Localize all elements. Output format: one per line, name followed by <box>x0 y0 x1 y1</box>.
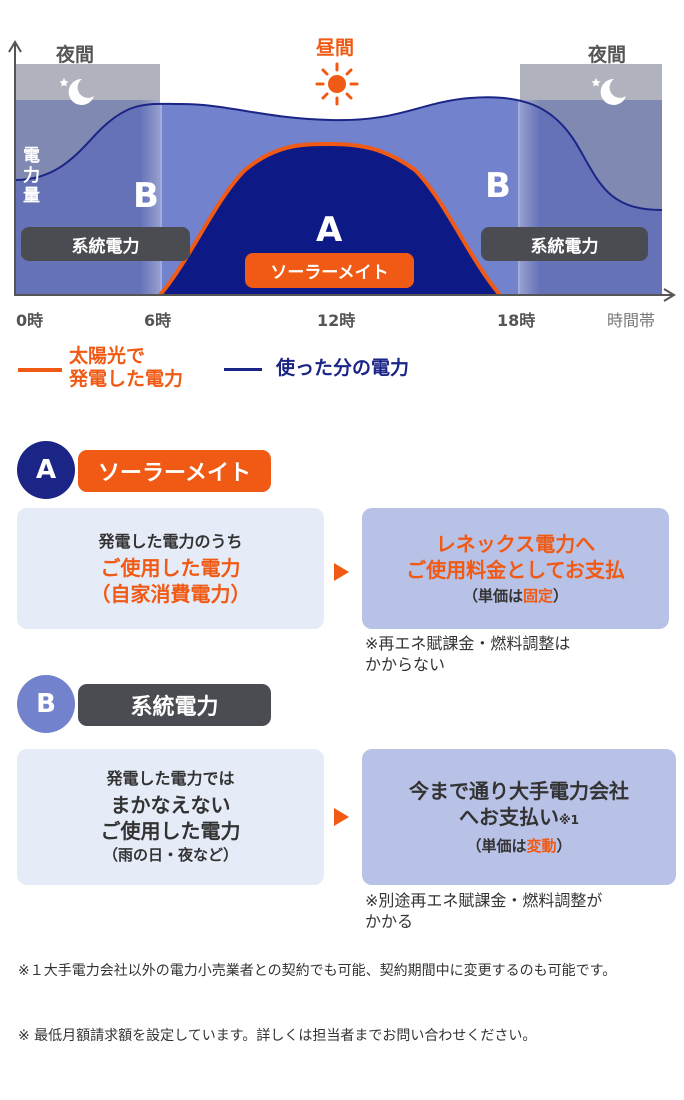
grid-power-pill-left: 系統電力 <box>21 227 190 261</box>
moon-icon-right <box>591 78 626 105</box>
day-label: 昼間 <box>316 37 355 59</box>
section-a-tag: ソーラーメイト <box>78 450 271 492</box>
section-b-price-value: 変動 <box>526 836 557 855</box>
section-a-price-prefix: （単価は <box>462 586 523 605</box>
region-a-label: A <box>316 210 343 250</box>
footnote-1: ※１大手電力会社以外の電力小売業者との契約でも可能、契約期間中に変更するのも可能… <box>18 963 617 979</box>
time-axis-label: 時間帯 <box>607 311 656 330</box>
y-axis-arrow <box>8 40 22 53</box>
section-a-price-suffix: ） <box>553 586 569 605</box>
section-b-left-line4: （雨の日・夜など） <box>102 846 238 864</box>
region-b-label-left: B <box>133 176 159 216</box>
section-b-right-box: 今まで通り大手電力会社 へお支払い※1 （単価は変動） <box>362 749 676 885</box>
energy-chart <box>8 40 676 302</box>
night-shade-right <box>520 100 662 295</box>
time-tick-18: 18時 <box>497 311 536 330</box>
section-b-right-line2: へお支払い <box>458 804 559 829</box>
usage-line <box>14 96 663 211</box>
footnote-2: ※ 最低月額請求額を設定しています。詳しくは担当者までお問い合わせください。 <box>18 1028 537 1044</box>
legend-usage-swatch <box>224 368 262 371</box>
section-b-price-suffix: ） <box>556 836 572 855</box>
section-a-right-line1: レネックス電力へ <box>435 531 596 556</box>
section-a-circle: A <box>17 441 75 499</box>
section-a-price-value: 固定 <box>522 586 553 605</box>
section-b-left-line2: まかなえない <box>110 793 231 817</box>
time-tick-12: 12時 <box>317 311 356 330</box>
legend-usage-text: 使った分の電力 <box>276 357 410 379</box>
section-b-footnote-mark: ※1 <box>558 812 579 827</box>
section-b-tag: 系統電力 <box>78 684 271 726</box>
section-a-left-box: 発電した電力のうち ご使用した電力 （自家消費電力） <box>17 508 324 629</box>
section-a-left-line3: （自家消費電力） <box>90 581 251 606</box>
solar-mate-pill: ソーラーメイト <box>245 253 414 288</box>
section-b-left-line1: 発電した電力では <box>106 769 235 788</box>
section-a-arrow-icon <box>334 563 349 581</box>
solar-line <box>158 141 502 297</box>
section-a-price-note: （単価は固定） <box>463 585 568 607</box>
section-a-note: ※再エネ賦課金・燃料調整は かからない <box>365 634 571 674</box>
moon-icon-left <box>59 78 94 105</box>
section-b-note: ※別途再エネ賦課金・燃料調整が かかる <box>365 891 603 931</box>
section-b-price-prefix: （単価は <box>466 836 527 855</box>
section-b-left-line3: ご使用した電力 <box>100 819 241 843</box>
sun-icon <box>315 62 359 106</box>
y-axis-label: 電力量 <box>23 146 40 206</box>
time-tick-6: 6時 <box>144 311 172 330</box>
night-label-right: 夜間 <box>588 44 627 66</box>
section-a-right-line2: ご使用料金としてお支払 <box>406 557 625 582</box>
region-b-label-right: B <box>485 166 511 206</box>
legend-solar-text: 太陽光で 発電した電力 <box>69 345 184 390</box>
section-a-left-line1: 発電した電力のうち <box>98 531 243 551</box>
section-b-right-line2-wrap: へお支払い※1 <box>459 804 579 833</box>
x-axis-arrow <box>663 288 676 302</box>
section-b-arrow-icon <box>334 808 349 826</box>
section-b-right-line1: 今まで通り大手電力会社 <box>409 778 629 803</box>
section-b-price-note: （単価は変動） <box>466 835 571 857</box>
section-b-left-box: 発電した電力では まかなえない ご使用した電力 （雨の日・夜など） <box>17 749 324 885</box>
night-glow-right <box>518 100 540 295</box>
night-label-left: 夜間 <box>56 44 95 66</box>
legend-solar-swatch <box>18 368 62 372</box>
section-b-circle: B <box>17 675 75 733</box>
section-a-left-line2: ご使用した電力 <box>100 555 241 580</box>
night-shade-left <box>15 100 160 295</box>
grid-power-pill-right: 系統電力 <box>481 227 648 261</box>
time-tick-0: 0時 <box>16 311 44 330</box>
section-a-right-box: レネックス電力へ ご使用料金としてお支払 （単価は固定） <box>362 508 669 629</box>
